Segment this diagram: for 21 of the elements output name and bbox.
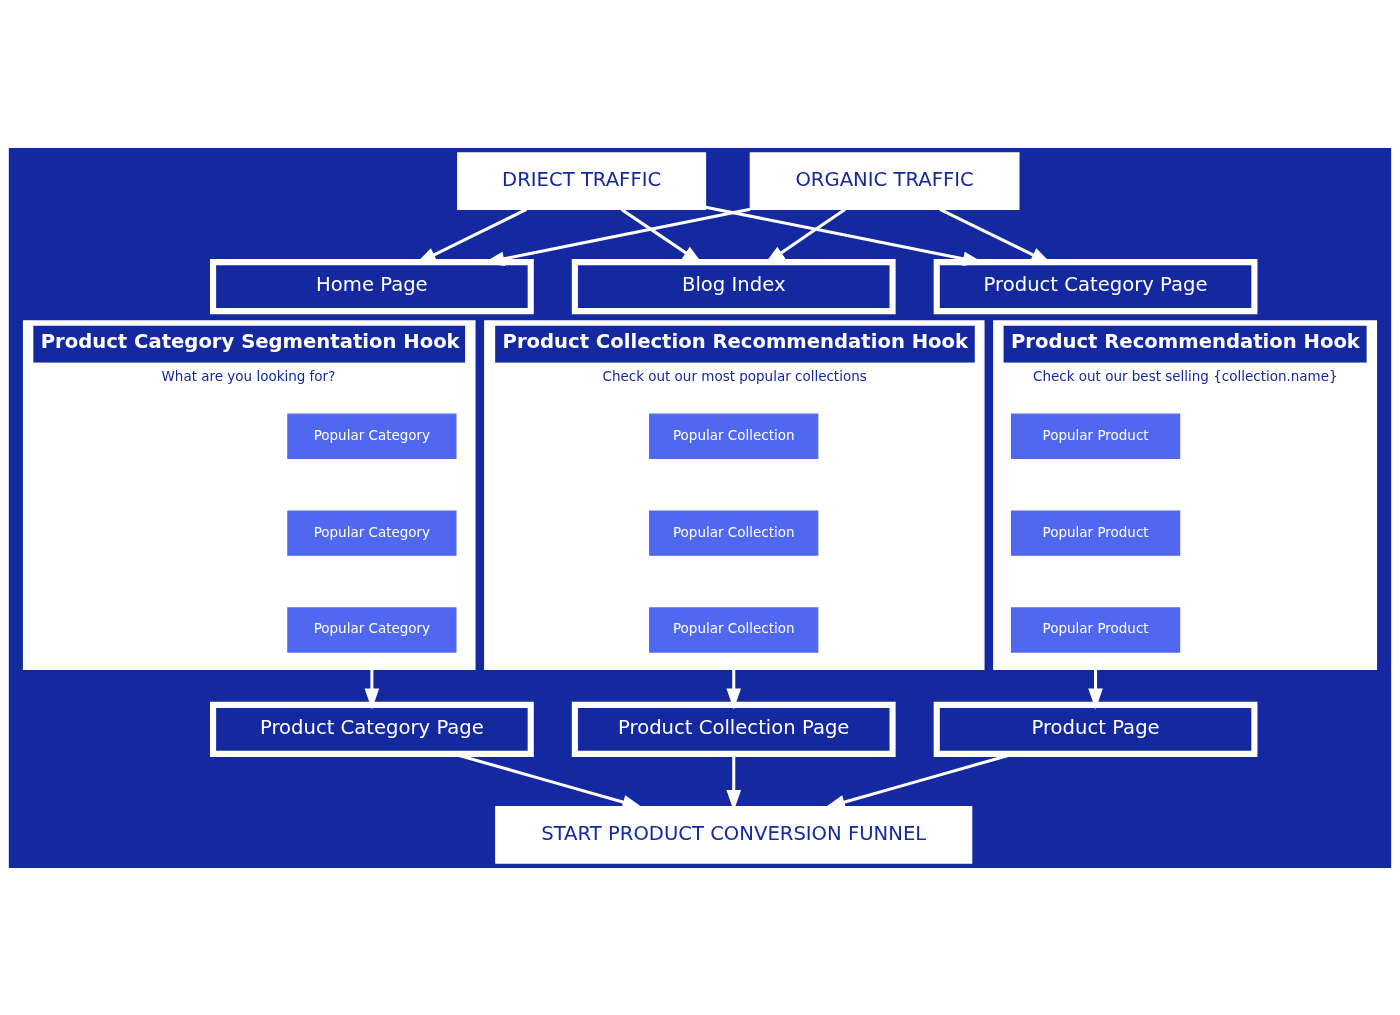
arrow bbox=[364, 668, 380, 709]
node-box: Popular Category bbox=[287, 509, 457, 556]
node-box: START PRODUCT CONVERSION FUNNEL bbox=[495, 805, 973, 864]
node-box: Popular Collection bbox=[649, 606, 819, 653]
arrow bbox=[726, 668, 742, 709]
node-box: Popular Product bbox=[1010, 509, 1181, 556]
node-box: DRIECT TRAFFIC bbox=[457, 151, 707, 210]
node-box: ORGANIC TRAFFIC bbox=[749, 151, 1020, 210]
arrow bbox=[1088, 668, 1103, 709]
node-box: Popular Product bbox=[1010, 606, 1181, 653]
node-box: Popular Collection bbox=[649, 509, 819, 556]
node-box: Popular Collection bbox=[649, 413, 819, 459]
node-box: Product Category Page bbox=[933, 258, 1258, 314]
node-box: Product Page bbox=[933, 701, 1258, 757]
node-box: Popular Category bbox=[287, 606, 457, 653]
node-box: Product Category Page bbox=[210, 701, 534, 757]
node-box: Home Page bbox=[210, 258, 534, 314]
node-box: Popular Product bbox=[1010, 413, 1181, 459]
node-box: Blog Index bbox=[571, 258, 896, 314]
node-box: Product Collection Page bbox=[571, 701, 896, 757]
node-box: Popular Category bbox=[287, 413, 457, 459]
